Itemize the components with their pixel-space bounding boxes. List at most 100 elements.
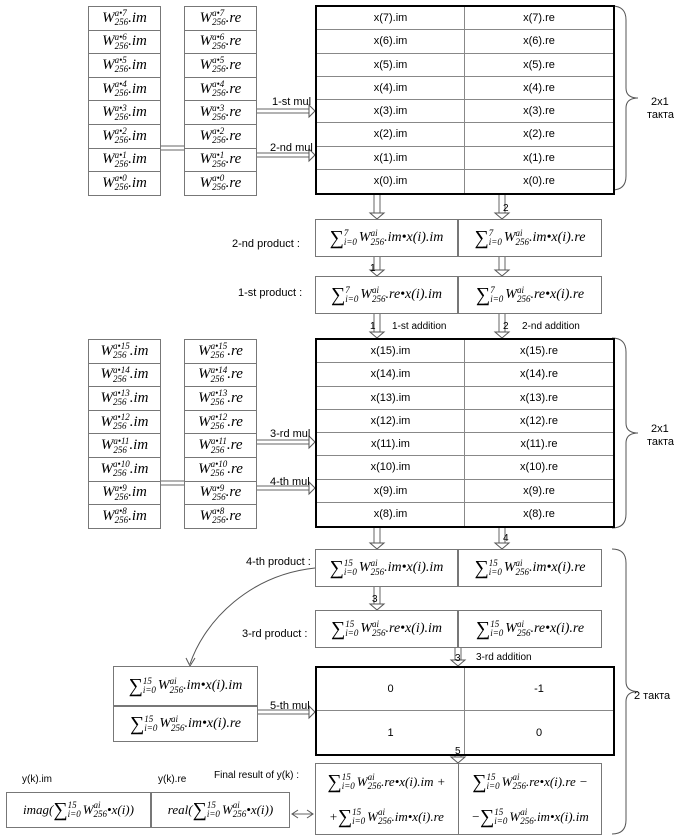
sum-upper: 15 — [144, 714, 154, 724]
table-cell: x(10).re — [465, 456, 613, 480]
w-symbol: W — [100, 460, 114, 477]
w-exponent: a•3 — [212, 102, 225, 113]
w-exponent: ai — [515, 228, 523, 238]
w-part: .re — [227, 366, 243, 383]
table-cell: x(1).re — [465, 147, 613, 170]
w-subscript: 256 — [370, 567, 385, 577]
w-subscript: 256 — [212, 111, 226, 122]
flow-arrow-icon — [493, 542, 511, 550]
w-exponent: ai — [516, 285, 524, 295]
w-symbol: W — [100, 366, 114, 383]
w-symbol: W — [356, 774, 368, 789]
w-symbol: W — [503, 230, 516, 245]
mul-5-arrow-icon — [308, 704, 316, 720]
w-exponent: a•1 — [212, 149, 225, 160]
w-part: .re — [225, 33, 242, 50]
w-part: .re — [226, 437, 243, 454]
w-symbol: W — [199, 33, 213, 50]
w-subscript: 256 — [367, 781, 382, 791]
timing-1-unit: такта — [647, 109, 675, 121]
flow-arrow-icon — [368, 269, 386, 277]
w-subscript: 256 — [114, 111, 129, 122]
w-symbol: W — [199, 151, 213, 168]
table-cell: x(12).re — [465, 410, 613, 433]
w-part: .im — [129, 413, 149, 430]
sum-lower: i=0 — [352, 816, 366, 826]
w-subscript: 256 — [210, 444, 225, 455]
w-exponent: ai — [372, 619, 380, 629]
w-symbol: W — [100, 413, 114, 430]
w-exponent: ai — [370, 228, 378, 238]
sigma: ∑ — [331, 617, 346, 640]
w-exponent: a•13 — [210, 388, 228, 399]
w-exponent: a•6 — [114, 31, 127, 42]
sign: − — [471, 809, 480, 824]
flow-arrow-icon — [368, 603, 386, 611]
w-part: .im — [128, 507, 147, 524]
w-exponent: a•0 — [212, 173, 225, 184]
sum-upper: 7 — [490, 285, 495, 295]
timing-brace-3 — [611, 548, 639, 835]
mul-3-label: 3-rd mul — [270, 428, 311, 440]
table-cell: x(10).im — [317, 456, 465, 480]
w-exponent: a•10 — [210, 459, 228, 470]
table-cell: x(7).re — [465, 7, 613, 31]
w-symbol: W — [199, 80, 213, 97]
w-exponent: a•4 — [212, 79, 225, 90]
w-exponent: ai — [93, 800, 101, 810]
w-exponent: a•11 — [210, 435, 227, 446]
w-exponent: a•7 — [114, 8, 127, 19]
table-cell: x(4).im — [317, 76, 465, 100]
sum-lower: i=0 — [345, 628, 359, 638]
table-cell: x(13).im — [317, 386, 465, 410]
w-part: .re — [225, 56, 242, 73]
w-part: .im — [129, 389, 149, 406]
flow-arrow-icon — [368, 212, 386, 220]
table-cell: 0 — [317, 668, 465, 711]
w-exponent: a•8 — [212, 506, 225, 517]
table-cell: x(8).im — [317, 502, 465, 526]
mul-2-label: 2-nd mul — [270, 142, 313, 154]
w-subscript: 256 — [212, 88, 226, 99]
w-subscript: 256 — [114, 88, 129, 99]
w-symbol: W — [360, 621, 373, 636]
addition-1-label: 1-st addition — [392, 321, 447, 332]
sigma: ∑ — [128, 674, 143, 697]
flow-arrow-icon — [368, 542, 386, 550]
w-subscript: 256 — [212, 64, 226, 75]
table-cell: -1 — [465, 668, 613, 711]
w-symbol: W — [199, 507, 213, 524]
w-exponent: a•13 — [113, 388, 130, 399]
w-subscript: 256 — [372, 628, 386, 638]
product-2-label: 2-nd product : — [232, 238, 300, 250]
w-subscript: 256 — [212, 158, 226, 169]
w-symbol: W — [367, 809, 378, 824]
table-cell: x(14).re — [465, 363, 613, 387]
w-subscript: 256 — [232, 809, 247, 819]
